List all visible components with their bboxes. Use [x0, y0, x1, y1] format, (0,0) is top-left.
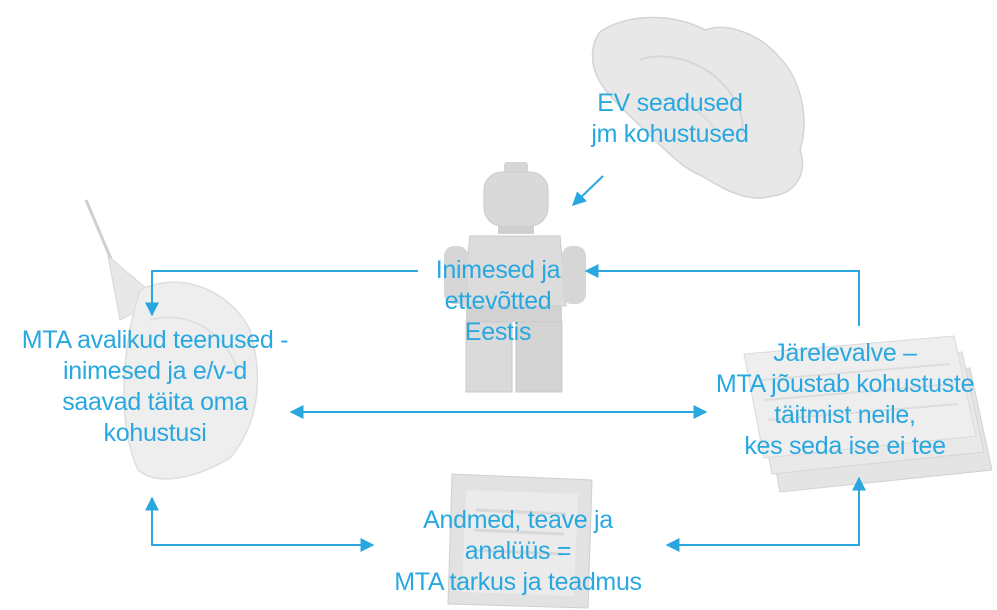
node-people-line-1: Inimesed ja: [435, 256, 561, 284]
node-data: Andmed, teave ja analüüs = MTA tarkus ja…: [368, 505, 668, 598]
node-data-line-2: analüüs =: [464, 537, 572, 565]
node-people-line-2: ettevõtted: [444, 287, 552, 315]
node-data-line-3: MTA tarkus ja teadmus: [394, 568, 642, 596]
sailboat-illustration: [84, 199, 259, 480]
node-public-services-line-2: inimesed ja e/v-d: [63, 357, 247, 385]
node-public-services-line-3: saavad täita oma: [62, 388, 248, 416]
stacked-papers-illustration: [743, 335, 993, 493]
node-public-services-line-1: MTA avalikud teenused -: [21, 326, 289, 354]
arrow-supervision-to-data: [665, 476, 866, 552]
map-of-estonia-illustration: [591, 16, 805, 199]
node-laws: EV seadused jm kohustused: [560, 88, 780, 150]
node-public-services-line-4: kohustusi: [103, 419, 207, 447]
node-supervision-line-4: kes seda ise ei tee: [744, 432, 946, 460]
arrow-laws-to-people: [571, 175, 604, 206]
node-supervision-line-2: MTA jõustab kohustuste: [715, 370, 975, 398]
arrows: [145, 175, 866, 552]
node-laws-line-1: EV seadused: [597, 89, 743, 117]
arrow-people-to-public-services: [145, 270, 418, 317]
node-data-line-1: Andmed, teave ja: [423, 506, 613, 534]
node-people-line-3: Eestis: [464, 318, 532, 346]
node-people: Inimesed ja ettevõtted Eestis: [398, 255, 598, 348]
tablet-illustration: [447, 473, 593, 609]
node-supervision: Järelevalve – MTA jõustab kohustuste täi…: [700, 338, 990, 462]
node-supervision-line-3: täitmist neile,: [774, 401, 916, 429]
arrow-public-services-to-data: [145, 496, 375, 552]
node-supervision-line-1: Järelevalve –: [773, 339, 917, 367]
lego-figure-illustration: [444, 162, 586, 393]
node-public-services: MTA avalikud teenused - inimesed ja e/v-…: [0, 325, 310, 449]
arrow-supervision-to-people: [584, 264, 860, 326]
node-laws-line-2: jm kohustused: [591, 120, 749, 148]
